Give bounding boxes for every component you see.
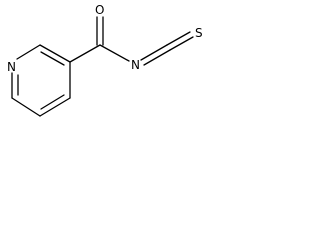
bond-c-s-b <box>169 36 194 51</box>
isothiocyanate-nitrogen-label: N <box>131 58 140 72</box>
atom-labels: N O N S <box>7 3 203 74</box>
bond-cc-cd-inner <box>40 94 65 110</box>
ring-nitrogen-label: N <box>7 60 16 74</box>
bond-cc-cd <box>39 97 71 117</box>
carbonyl-oxygen-label: O <box>95 3 104 17</box>
bond-c-n <box>99 44 130 62</box>
bond-n-c-b <box>143 49 171 66</box>
sulfur-label: S <box>195 26 203 40</box>
bond-ca-cb <box>39 44 71 63</box>
bond-n-c-a <box>140 44 168 61</box>
nicotinoyl-isothiocyanate: N O N S <box>0 0 224 134</box>
bond-cb-carbonyl <box>69 44 101 63</box>
bond-n-ca <box>16 44 41 60</box>
bond-ca-cb-inner <box>40 51 65 66</box>
bond-cd-ce <box>11 97 41 117</box>
bond-c-s-a <box>166 31 191 46</box>
molecule-bonds <box>11 16 194 117</box>
structure-canvas: N O N S <box>0 0 224 134</box>
drawing-background <box>0 0 224 134</box>
